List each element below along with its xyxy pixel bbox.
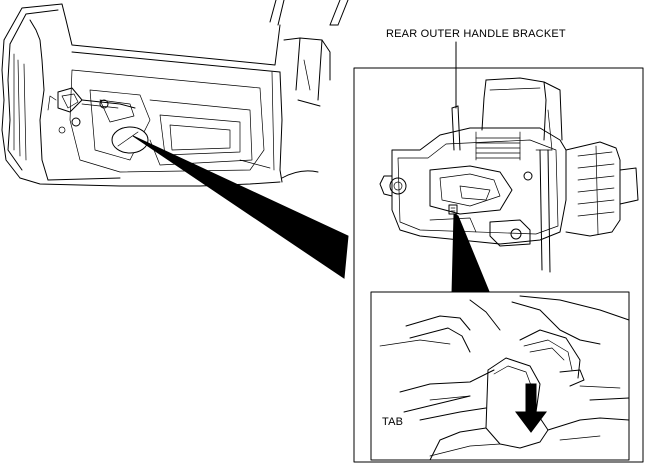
tab-detail-frame: [370, 291, 630, 461]
bracket-drawing: [379, 77, 639, 273]
service-hole: [111, 126, 149, 154]
tab-label: TAB: [382, 416, 404, 428]
door-panel-drawing: [1, 0, 319, 187]
bracket-tab-square: [448, 204, 458, 215]
body-pillar-drawing: [283, 0, 349, 107]
tab-detail-drawing: [379, 295, 630, 461]
bracket-label: REAR OUTER HANDLE BRACKET: [386, 28, 566, 40]
push-arrow-icon: [515, 383, 547, 433]
leader-wedge-main: [132, 135, 349, 279]
tab-leader-line: [403, 395, 471, 413]
